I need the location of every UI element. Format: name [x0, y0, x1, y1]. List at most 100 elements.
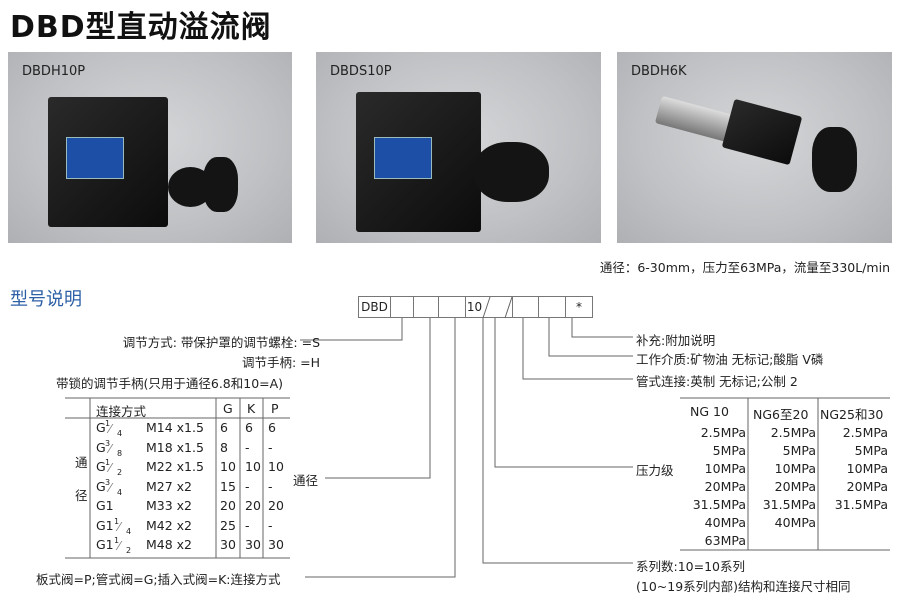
pressure-value: 31.5MPa: [762, 497, 816, 512]
fraction-numerator: 1: [114, 536, 120, 545]
fraction-denominator: 4: [117, 429, 123, 438]
pressure-value: 2.5MPa: [700, 425, 746, 440]
header-connection: 连接方式: [96, 404, 147, 419]
note-adjust-s: 调节方式: 带保护罩的调节螺栓: =S: [122, 335, 320, 350]
fraction-denominator: 8: [117, 448, 123, 458]
code-box: [482, 296, 513, 318]
pressure-value: 5MPa: [782, 443, 816, 458]
value-g: 8: [220, 439, 228, 455]
note-supplement: 补充:附加说明: [636, 333, 716, 348]
value-g: 25: [220, 517, 236, 533]
page-title: DBD型直动溢流阀: [10, 10, 272, 45]
fraction-slash: ⁄: [109, 421, 112, 436]
header-g: G: [223, 401, 233, 416]
thread-size: G: [96, 459, 106, 474]
value-g: 10: [220, 459, 236, 474]
product-label: DBDS10P: [330, 64, 392, 79]
value-p: 20: [268, 498, 284, 513]
header-ng10: NG 10: [690, 404, 729, 419]
pressure-value: 2.5MPa: [770, 425, 816, 440]
value-g: 20: [220, 498, 236, 513]
fraction-denominator: 4: [126, 526, 132, 536]
header-ng25-30: NG25和30: [820, 407, 884, 422]
value-k: -: [245, 517, 250, 533]
pressure-value: 2.5MPa: [842, 425, 888, 440]
product-label: DBDH6K: [631, 64, 687, 79]
note-medium: 工作介质:矿物油 无标记;酸脂 V磷: [636, 352, 824, 367]
metric-thread: M33 x2: [146, 498, 193, 513]
note-series-detail: (10~19系列内部)结构和连接尺寸相同: [636, 579, 851, 594]
thread-size: G1: [96, 537, 114, 552]
thread-size: G1: [96, 498, 114, 513]
product-photo-dbds10p: DBDS10P: [316, 52, 601, 243]
pressure-value: 10MPa: [774, 461, 816, 476]
fraction-numerator: 3: [105, 438, 111, 448]
value-g: 30: [220, 537, 236, 552]
header-k: K: [247, 401, 256, 416]
thread-size: G: [96, 478, 106, 494]
fraction-slash: ⁄: [118, 538, 121, 553]
value-p: 10: [268, 459, 284, 474]
note-adjust-h: 调节手柄: =H: [241, 355, 320, 370]
product-label: DBDH10P: [22, 64, 86, 79]
fraction-slash: ⁄: [109, 440, 112, 456]
metric-thread: M22 x1.5: [146, 459, 204, 474]
code-box-dbd: DBD: [358, 296, 391, 318]
metric-thread: M48 x2: [146, 537, 193, 552]
fraction-numerator: 3: [105, 477, 111, 487]
header-p: P: [271, 401, 279, 416]
value-k: 6: [245, 420, 253, 435]
code-box-supplement: *: [565, 296, 593, 318]
value-k: 20: [245, 498, 261, 513]
pressure-value: 31.5MPa: [692, 497, 746, 512]
section-title: 型号说明: [10, 289, 82, 310]
fraction-denominator: 2: [117, 468, 123, 477]
pressure-value: 20MPa: [774, 479, 816, 494]
fraction-slash: ⁄: [109, 460, 112, 475]
pressure-value: 40MPa: [704, 515, 746, 530]
side-label: 通: [75, 455, 88, 470]
pressure-value: 20MPa: [846, 479, 888, 494]
metric-thread: M18 x1.5: [146, 439, 204, 455]
metric-thread: M42 x2: [146, 517, 193, 533]
metric-thread: M27 x2: [146, 478, 193, 494]
header-ng6-20: NG6至20: [753, 407, 809, 422]
bore-label: 通径: [293, 473, 319, 488]
pressure-value: 40MPa: [774, 515, 816, 530]
fraction-denominator: 4: [117, 487, 123, 497]
metric-thread: M14 x1.5: [146, 420, 204, 435]
value-p: 6: [268, 420, 276, 435]
pressure-value: 5MPa: [712, 443, 746, 458]
fraction-numerator: 1: [105, 419, 111, 428]
value-p: 30: [268, 537, 284, 552]
value-p: -: [268, 439, 273, 455]
code-box-series: 10: [465, 296, 483, 318]
value-k: -: [245, 439, 250, 455]
pressure-value: 5MPa: [854, 443, 888, 458]
thread-size: G: [96, 439, 106, 455]
fraction-numerator: 1: [105, 458, 111, 467]
pressure-value: 20MPa: [704, 479, 746, 494]
pressure-value: 63MPa: [704, 533, 746, 548]
fraction-slash: ⁄: [118, 518, 121, 534]
pressure-value: 10MPa: [846, 461, 888, 476]
spec-summary: 通径：6-30mm，压力至63MPa，流量至330L/min: [599, 260, 890, 275]
value-g: 15: [220, 478, 236, 494]
note-adjust-a: 带锁的调节手柄(只用于通径6.8和10=A): [56, 376, 284, 391]
product-photo-dbdh6k: DBDH6K: [617, 52, 892, 243]
thread-size: G1: [96, 517, 114, 533]
value-p: -: [268, 517, 273, 533]
value-g: 6: [220, 420, 228, 435]
value-k: -: [245, 478, 250, 494]
product-photo-dbdh10p: DBDH10P: [8, 52, 292, 243]
note-series: 系列数:10=10系列: [636, 559, 745, 574]
note-pipe: 管式连接:英制 无标记;公制 2: [636, 374, 798, 389]
thread-size: G: [96, 420, 106, 435]
value-p: -: [268, 478, 273, 494]
value-k: 10: [245, 459, 261, 474]
pressure-label: 压力级: [636, 463, 674, 478]
fraction-slash: ⁄: [109, 479, 112, 495]
value-k: 30: [245, 537, 261, 552]
